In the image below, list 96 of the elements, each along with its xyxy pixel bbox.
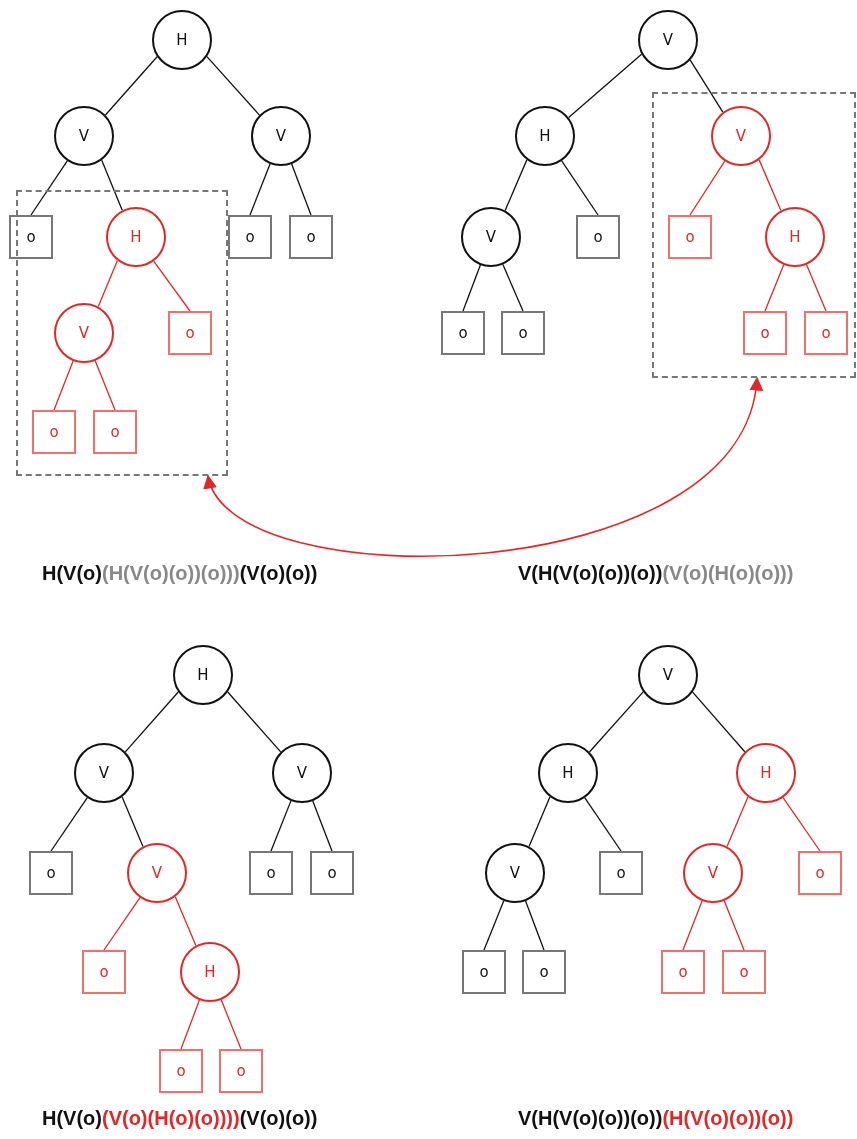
- tree-branch: [689, 160, 726, 216]
- formula-part: (H(V(o)(o))(o)): [662, 1107, 794, 1129]
- tree-branch: [291, 163, 312, 216]
- tree-branch: [50, 797, 88, 852]
- tree-branch: [805, 264, 827, 312]
- leaf-node: o: [668, 215, 712, 259]
- tree-branch: [270, 800, 292, 852]
- formula-part: (V(o)(H(o)(o)))): [102, 1107, 240, 1129]
- leaf-node: o: [289, 215, 333, 259]
- tree-branch: [94, 360, 116, 411]
- formula-part: H(V(o): [42, 562, 102, 584]
- tree-branch: [153, 260, 191, 312]
- leaf-node: o: [522, 950, 566, 994]
- leaf-node: o: [798, 851, 842, 895]
- tree-branch: [504, 159, 528, 212]
- operator-node: V: [54, 303, 114, 363]
- leaf-node: o: [310, 851, 354, 895]
- leaf-node: o: [93, 410, 137, 454]
- tree-branch: [121, 796, 144, 848]
- operator-node: V: [54, 106, 114, 166]
- operator-node: H: [106, 207, 166, 267]
- tree-branch: [568, 53, 643, 119]
- leaf-node: o: [29, 851, 73, 895]
- formula-part: (V(o)(H(o)(o))): [662, 562, 794, 584]
- formula-part: V(H(V(o)(o))(o)): [518, 1107, 663, 1129]
- leaf-node: o: [228, 215, 272, 259]
- tree-branch: [528, 796, 551, 848]
- leaf-node: o: [249, 851, 293, 895]
- tree-branch: [692, 691, 746, 753]
- leaf-node: o: [576, 215, 620, 259]
- tree-branch: [103, 897, 141, 951]
- operator-node: H: [515, 106, 575, 166]
- leaf-node: o: [661, 950, 705, 994]
- tree-branch: [124, 691, 179, 753]
- tree-branch: [782, 797, 821, 852]
- tree-branch: [462, 264, 482, 312]
- leaf-node: o: [159, 1049, 203, 1093]
- tree-branch: [524, 900, 545, 951]
- tree-branch: [104, 56, 158, 116]
- operator-node: H: [152, 10, 212, 70]
- highlight-box: [652, 92, 856, 378]
- formula-part: (H(V(o)(o))(o))): [102, 562, 240, 584]
- operator-node: H: [736, 743, 796, 803]
- operator-node: V: [638, 10, 698, 70]
- tree-branch: [174, 896, 197, 947]
- leaf-node: o: [722, 950, 766, 994]
- tree-branch: [764, 264, 785, 312]
- tree-branch: [689, 59, 724, 113]
- operator-node: H: [538, 743, 598, 803]
- tree-branch: [758, 159, 782, 212]
- highlight-box: [16, 190, 228, 476]
- leaf-node: o: [32, 410, 76, 454]
- leaf-node: o: [743, 311, 787, 355]
- formula-part: (V(o)(o)): [239, 562, 318, 584]
- operator-node: H: [173, 645, 233, 705]
- tree-branch: [227, 691, 282, 753]
- operator-node: V: [272, 743, 332, 803]
- leaf-node: o: [219, 1049, 263, 1093]
- leaf-node: o: [462, 950, 506, 994]
- operator-node: V: [251, 106, 311, 166]
- leaf-node: o: [441, 311, 485, 355]
- tree-branch: [53, 360, 74, 411]
- formula-part: V(H(V(o)(o))(o)): [518, 562, 663, 584]
- operator-node: V: [74, 743, 134, 803]
- tree-branch: [97, 259, 119, 308]
- tree-branch: [180, 999, 201, 1050]
- tree-branch: [502, 263, 524, 312]
- tree-branch: [723, 900, 745, 951]
- tree-branch: [101, 159, 123, 211]
- operator-node: V: [683, 843, 743, 903]
- operator-node: H: [765, 207, 825, 267]
- leaf-node: o: [82, 950, 126, 994]
- leaf-node: o: [501, 311, 545, 355]
- operator-node: V: [127, 843, 187, 903]
- tree-branch: [249, 163, 271, 216]
- leaf-node: o: [168, 311, 212, 355]
- tree-branch: [584, 797, 622, 852]
- tree-branch: [682, 900, 703, 951]
- formula-part: (V(o)(o)): [239, 1107, 318, 1129]
- operator-node: H: [180, 942, 240, 1002]
- leaf-node: o: [599, 851, 643, 895]
- operator-node: V: [711, 106, 771, 166]
- tree-branch: [588, 691, 644, 753]
- operator-node: V: [485, 843, 545, 903]
- tree-branch: [30, 160, 68, 216]
- operator-node: V: [638, 645, 698, 705]
- tree-branch: [312, 800, 333, 852]
- tree-branch: [561, 160, 599, 216]
- tree-branch: [206, 56, 261, 116]
- tree-branch: [726, 796, 749, 848]
- formula-part: H(V(o): [42, 1107, 102, 1129]
- leaf-node: o: [9, 215, 53, 259]
- operator-node: V: [461, 207, 521, 267]
- leaf-node: o: [804, 311, 848, 355]
- tree-branch: [220, 999, 242, 1050]
- tree-branch: [483, 900, 505, 951]
